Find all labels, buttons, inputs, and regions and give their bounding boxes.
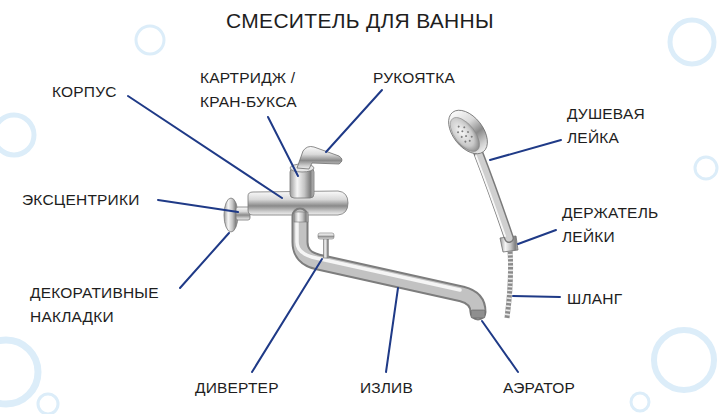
spout <box>297 216 478 312</box>
part-label: АЭРАТОР <box>503 376 575 400</box>
label-holder: ДИВЕРТЕР <box>195 376 279 400</box>
diverter <box>318 233 334 258</box>
handle-lever <box>297 147 342 170</box>
label-holder: РУКОЯТКА <box>373 66 455 90</box>
shower-hose <box>507 250 511 318</box>
aerator <box>471 310 485 318</box>
title-holder: СМЕСИТЕЛЬ ДЛЯ ВАННЫ <box>0 8 720 34</box>
label-holder: ШЛАНГ <box>567 287 622 311</box>
spout-nut <box>294 212 308 222</box>
part-label: ДИВЕРТЕР <box>195 376 279 400</box>
label-holder: ДЕРЖАТЕЛЬ ЛЕЙКИ <box>562 201 677 249</box>
leader-lines <box>128 90 561 372</box>
title: СМЕСИТЕЛЬ ДЛЯ ВАННЫ <box>0 8 720 34</box>
part-label: ШЛАНГ <box>567 287 622 311</box>
cartridge-column <box>290 168 314 198</box>
part-label: ДЕРЖАТЕЛЬ ЛЕЙКИ <box>562 201 677 249</box>
part-label: КАРТРИДЖ / КРАН-БУКСА <box>200 66 325 114</box>
label-holder: ИЗЛИВ <box>360 376 413 400</box>
label-holder: ЭКСЦЕНТРИКИ <box>22 188 140 212</box>
part-label: ИЗЛИВ <box>360 376 413 400</box>
label-holder: КОРПУС <box>52 80 117 104</box>
shower-head <box>441 103 495 161</box>
background-bubbles <box>0 20 717 414</box>
part-label: РУКОЯТКА <box>373 66 455 90</box>
part-label: ЭКСЦЕНТРИКИ <box>22 188 140 212</box>
part-label: КОРПУС <box>52 80 117 104</box>
label-holder: АЭРАТОР <box>503 376 575 400</box>
label-holder: ДУШЕВАЯ ЛЕЙКА <box>567 102 667 150</box>
label-holder: ДЕКОРАТИВНЫЕ НАКЛАДКИ <box>30 281 190 329</box>
part-label: ДЕКОРАТИВНЫЕ НАКЛАДКИ <box>30 281 190 329</box>
part-label: ДУШЕВАЯ ЛЕЙКА <box>567 102 667 150</box>
shower-handle <box>476 152 509 238</box>
label-holder: КАРТРИДЖ / КРАН-БУКСА <box>200 66 325 114</box>
